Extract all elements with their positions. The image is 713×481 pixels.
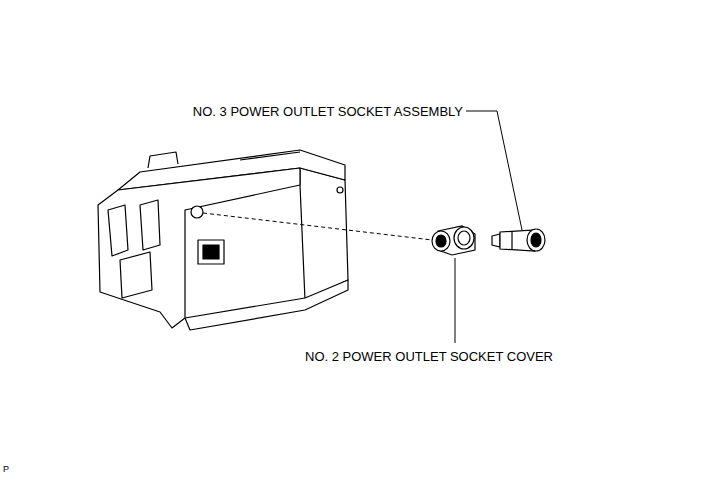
figure-code: P bbox=[3, 464, 9, 475]
housing-clip bbox=[108, 205, 128, 256]
part-name: NO. 2 POWER OUTLET SOCKET COVER bbox=[305, 349, 553, 364]
housing-bottom bbox=[185, 280, 348, 330]
leader-line bbox=[466, 111, 522, 230]
assembly-line bbox=[203, 213, 432, 240]
housing-clip bbox=[140, 200, 160, 250]
housing-detail bbox=[120, 252, 152, 298]
cover-ring bbox=[432, 231, 450, 251]
cover-ring-inner bbox=[436, 235, 446, 247]
console-housing bbox=[98, 150, 348, 330]
socket-tip bbox=[492, 234, 500, 247]
socket-ridge bbox=[511, 231, 512, 250]
housing-front bbox=[98, 168, 300, 328]
part-name: NO. 3 POWER OUTLET SOCKET ASSEMBLY bbox=[193, 104, 463, 119]
cover-ring bbox=[454, 227, 474, 249]
housing-screw bbox=[337, 187, 343, 193]
housing-flange bbox=[240, 152, 300, 160]
socket-face bbox=[527, 229, 545, 251]
housing-window-inner bbox=[203, 245, 219, 259]
socket-assembly bbox=[492, 229, 545, 251]
housing-right-wall bbox=[300, 168, 348, 300]
housing-tab bbox=[148, 152, 178, 168]
socket-face-inner bbox=[531, 233, 541, 247]
cover-ring-inner bbox=[458, 231, 470, 245]
housing-window bbox=[198, 240, 224, 264]
leader-lines bbox=[455, 111, 522, 343]
leader-line bbox=[455, 258, 456, 343]
socket-hole bbox=[191, 206, 203, 218]
socket-cover bbox=[432, 226, 475, 255]
